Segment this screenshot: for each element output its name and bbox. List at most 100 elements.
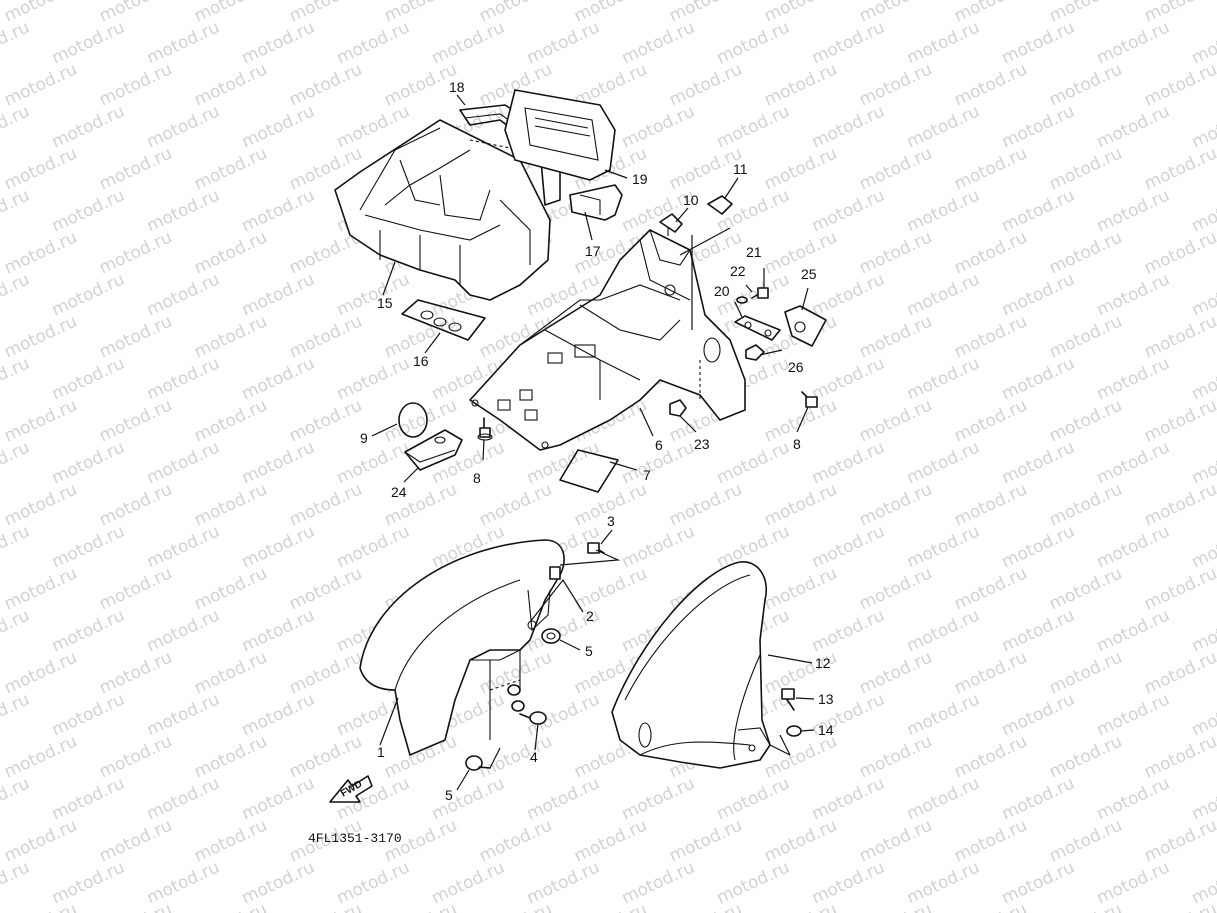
watermark-text: motod.ru [999,521,1078,572]
callout-8-left: 8 [473,470,481,486]
watermark-text: motod.ru [1094,101,1173,152]
watermark-text: motod.ru [809,437,888,488]
callout-2: 2 [586,608,594,624]
watermark-text: motod.ru [856,899,935,913]
part-fender-nuts [507,684,525,712]
watermark-text: motod.ru [761,563,840,614]
watermark-text: motod.ru [191,563,270,614]
part-14-washer [786,725,802,737]
watermark-text: motod.ru [619,521,698,572]
watermark-text: motod.ru [96,899,175,913]
watermark-text: motod.ru [0,269,33,320]
watermark-text: motod.ru [856,731,935,782]
watermark-text: motod.ru [0,605,33,656]
watermark-text: motod.ru [96,143,175,194]
watermark-text: motod.ru [0,185,33,236]
watermark-text: motod.ru [49,353,128,404]
watermark-text: motod.ru [49,185,128,236]
watermark-text: motod.ru [666,59,745,110]
watermark-text: motod.ru [286,731,365,782]
watermark-text: motod.ru [951,815,1030,866]
watermark-text: motod.ru [524,17,603,68]
callout-1: 1 [377,744,385,760]
watermark-text: motod.ru [904,269,983,320]
watermark-text: motod.ru [96,479,175,530]
watermark-text: motod.ru [761,479,840,530]
watermark-text: motod.ru [239,185,318,236]
watermark-text: motod.ru [1,479,80,530]
watermark-text: motod.ru [904,689,983,740]
watermark-text: motod.ru [144,185,223,236]
callout-21: 21 [746,244,762,260]
callout-23: 23 [694,436,710,452]
watermark-text: motod.ru [191,395,270,446]
part-24-damper [404,429,463,471]
watermark-text: motod.ru [904,101,983,152]
part-10-clip [659,213,683,236]
watermark-text: motod.ru [1046,899,1125,913]
watermark-text: motod.ru [49,437,128,488]
part-26-nut [745,344,765,361]
watermark-text: motod.ru [96,563,175,614]
watermark-text: motod.ru [1189,689,1217,740]
watermark-text: motod.ru [49,521,128,572]
watermark-text: motod.ru [1094,269,1173,320]
watermark-text: motod.ru [714,857,793,908]
watermark-text: motod.ru [714,17,793,68]
watermark-text: motod.ru [1094,857,1173,908]
watermark-text: motod.ru [999,101,1078,152]
watermark-text: motod.ru [904,605,983,656]
watermark-text: motod.ru [49,269,128,320]
watermark-text: motod.ru [951,479,1030,530]
watermark-text: motod.ru [1094,353,1173,404]
watermark-text: motod.ru [1189,437,1217,488]
part-16-plate [401,299,486,341]
watermark-text: motod.ru [999,689,1078,740]
watermark-text: motod.ru [951,563,1030,614]
part-3-bolt [587,542,605,554]
part-19-tail-light [504,89,616,181]
watermark-text: motod.ru [809,605,888,656]
watermark-text: motod.ru [239,437,318,488]
watermark-text: motod.ru [1141,815,1217,866]
fwd-arrow-icon: FWD [329,775,373,803]
part-11-clip [707,195,733,215]
watermark-text: motod.ru [951,395,1030,446]
part-12-hugger [611,561,771,769]
watermark-text: motod.ru [49,605,128,656]
part-21-bolt [751,287,769,299]
watermark-text: motod.ru [904,353,983,404]
watermark-text: motod.ru [191,815,270,866]
watermark-text: motod.ru [239,605,318,656]
watermark-text: motod.ru [334,353,413,404]
watermark-text: motod.ru [856,479,935,530]
watermark-text: motod.ru [809,521,888,572]
watermark-text: motod.ru [191,311,270,362]
watermark-text: motod.ru [951,227,1030,278]
watermark-text: motod.ru [1189,353,1217,404]
watermark-text: motod.ru [619,17,698,68]
part-2-grommet [549,566,561,580]
watermark-text: motod.ru [239,521,318,572]
watermark-text: motod.ru [1,815,80,866]
watermark-text: motod.ru [239,857,318,908]
part-5-collar-lower [465,755,491,771]
callout-10: 10 [683,192,699,208]
callout-6: 6 [655,437,663,453]
watermark-text: motod.ru [951,59,1030,110]
callout-15: 15 [377,295,393,311]
callout-9: 9 [360,430,368,446]
watermark-text: motod.ru [1094,17,1173,68]
watermark-text: motod.ru [904,17,983,68]
leader-lines [371,94,815,791]
watermark-text: motod.ru [856,227,935,278]
watermark-text: motod.ru [1046,143,1125,194]
watermark-text: motod.ru [429,773,508,824]
watermark-text: motod.ru [761,899,840,913]
callout-26: 26 [788,359,804,375]
watermark-text: motod.ru [144,101,223,152]
watermark-text: motod.ru [571,815,650,866]
watermark-text: motod.ru [1,227,80,278]
watermark-text: motod.ru [666,815,745,866]
watermark-text: motod.ru [856,59,935,110]
